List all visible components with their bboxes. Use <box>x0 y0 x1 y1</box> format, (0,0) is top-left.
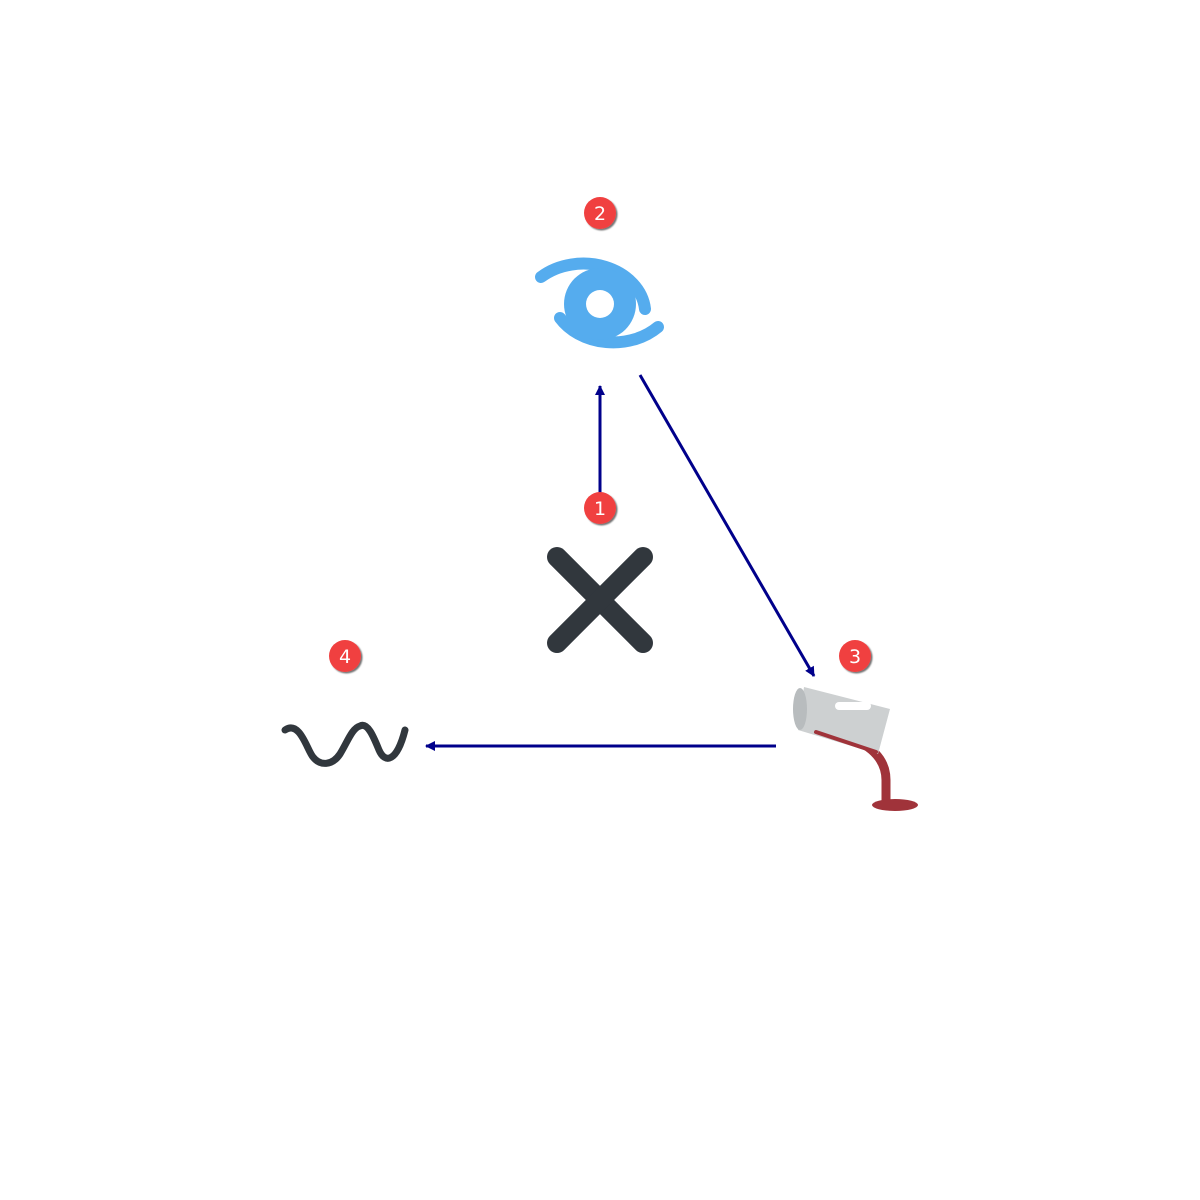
badge-label-1: 1 <box>594 498 606 520</box>
node-2: 2 <box>535 197 664 349</box>
badge-3: 3 <box>839 640 871 672</box>
edge-2-to-3 <box>638 374 816 677</box>
cross-mark-icon <box>547 547 653 653</box>
node-4: 4 <box>281 640 409 767</box>
badge-1: 1 <box>584 492 616 524</box>
wavy-dash-icon <box>281 721 409 767</box>
badge-label-3: 3 <box>849 646 861 668</box>
spilling-glass-icon <box>793 687 918 811</box>
cyclone-icon <box>535 257 664 349</box>
badge-2: 2 <box>584 197 616 229</box>
node-3: 3 <box>793 640 918 811</box>
badge-4: 4 <box>329 640 361 672</box>
badge-label-4: 4 <box>339 646 351 668</box>
badge-label-2: 2 <box>594 203 606 225</box>
node-1: 1 <box>547 492 653 653</box>
